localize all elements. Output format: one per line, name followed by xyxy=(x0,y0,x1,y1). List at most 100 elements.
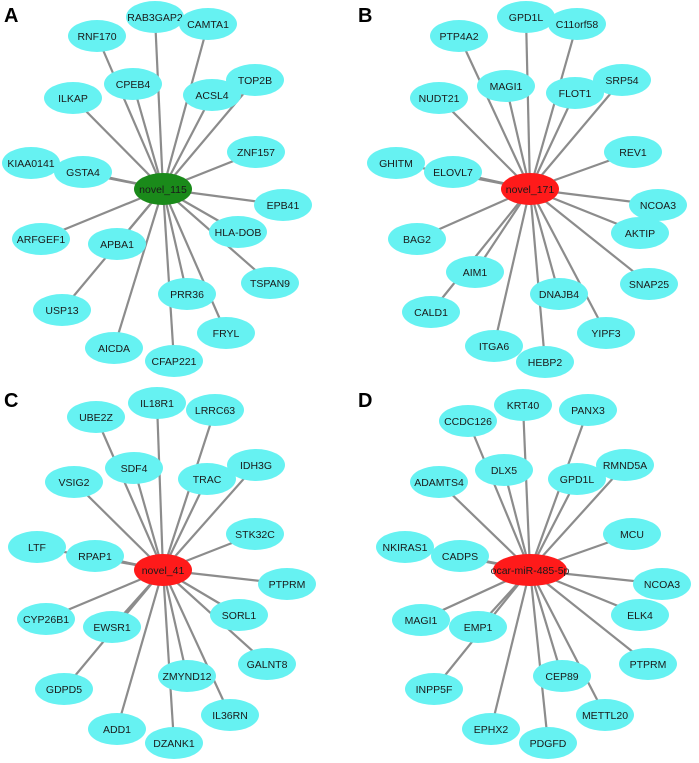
target-gene-node: GHITM xyxy=(367,147,425,179)
hub-label: novel_171 xyxy=(506,184,555,196)
target-gene-label: NCOA3 xyxy=(644,579,680,591)
target-gene-ellipse xyxy=(430,20,488,52)
target-gene-label: RMND5A xyxy=(603,460,647,472)
target-gene-node: RMND5A xyxy=(596,449,654,481)
target-gene-node: AIM1 xyxy=(446,256,504,288)
target-gene-ellipse xyxy=(494,389,552,421)
target-gene-ellipse xyxy=(201,699,259,731)
target-gene-label: ILKAP xyxy=(58,93,88,105)
target-gene-label: DNAJB4 xyxy=(539,289,579,301)
target-gene-ellipse xyxy=(35,673,93,705)
target-gene-node: GSTA4 xyxy=(54,156,112,188)
edge xyxy=(430,188,531,313)
target-gene-label: LTF xyxy=(28,542,46,554)
target-gene-label: ADD1 xyxy=(103,724,131,736)
target-gene-label: AICDA xyxy=(98,343,130,355)
target-gene-ellipse xyxy=(145,345,203,377)
edge xyxy=(162,569,231,716)
edge xyxy=(132,467,165,571)
target-gene-label: DLX5 xyxy=(491,465,517,477)
target-gene-node: EMP1 xyxy=(449,611,507,643)
target-gene-ellipse xyxy=(45,466,103,498)
target-gene-node: LTF xyxy=(8,531,66,563)
target-gene-label: DZANK1 xyxy=(153,738,195,750)
target-gene-node: UBE2Z xyxy=(67,401,125,433)
target-gene-label: KIAA0141 xyxy=(7,158,54,170)
target-gene-ellipse xyxy=(593,64,651,96)
target-gene-node: METTL20 xyxy=(576,699,634,731)
target-gene-ellipse xyxy=(197,317,255,349)
target-gene-ellipse xyxy=(54,156,112,188)
edge xyxy=(524,16,532,190)
target-gene-node: NUDT21 xyxy=(410,82,468,114)
edge xyxy=(115,569,165,730)
edge xyxy=(161,23,210,190)
target-gene-node: ILKAP xyxy=(44,82,102,114)
target-gene-node: RPAP1 xyxy=(66,540,124,572)
target-gene-label: PRR36 xyxy=(170,289,204,301)
target-gene-label: ZMYND12 xyxy=(162,671,211,683)
target-gene-ellipse xyxy=(88,228,146,260)
target-gene-node: SNAP25 xyxy=(620,268,678,300)
target-gene-ellipse xyxy=(431,540,489,572)
target-gene-ellipse xyxy=(128,387,186,419)
target-gene-node: TSPAN9 xyxy=(241,267,299,299)
target-gene-node: REV1 xyxy=(604,136,662,168)
target-gene-ellipse xyxy=(12,223,70,255)
target-gene-label: GPD1L xyxy=(560,474,595,486)
target-gene-node: FLOT1 xyxy=(546,77,604,109)
target-gene-ellipse xyxy=(388,223,446,255)
target-gene-ellipse xyxy=(449,611,507,643)
hub-label: novel_115 xyxy=(139,184,187,196)
target-gene-node: VSIG2 xyxy=(45,466,103,498)
edge xyxy=(529,569,606,716)
target-gene-node: CAMTA1 xyxy=(179,8,237,40)
target-gene-label: NKIRAS1 xyxy=(383,542,428,554)
target-gene-node: IL36RN xyxy=(201,699,259,731)
panel-label-a: A xyxy=(4,5,18,27)
target-gene-label: GSTA4 xyxy=(66,167,100,179)
target-gene-ellipse xyxy=(516,346,574,378)
target-gene-ellipse xyxy=(145,727,203,759)
target-gene-node: MCU xyxy=(603,518,661,550)
edge xyxy=(528,569,564,677)
target-gene-label: CCDC126 xyxy=(444,416,492,428)
hub-ellipse xyxy=(493,554,567,586)
target-gene-node: MAGI1 xyxy=(392,604,450,636)
target-gene-node: TOP2B xyxy=(226,64,284,96)
target-gene-ellipse xyxy=(424,156,482,188)
target-gene-node: PTPRM xyxy=(258,568,316,600)
target-gene-ellipse xyxy=(519,727,577,759)
target-gene-ellipse xyxy=(620,268,678,300)
target-gene-ellipse xyxy=(183,79,241,111)
target-gene-node: GDPD5 xyxy=(35,673,93,705)
target-gene-label: AIM1 xyxy=(463,267,488,279)
hub-ellipse xyxy=(134,173,192,205)
target-gene-node: ADAMTS4 xyxy=(410,466,468,498)
target-gene-ellipse xyxy=(227,136,285,168)
edge xyxy=(529,464,626,571)
target-gene-ellipse xyxy=(83,611,141,643)
target-gene-node: DNAJB4 xyxy=(530,278,588,310)
target-gene-node: C11orf58 xyxy=(548,8,606,40)
target-gene-node: ARFGEF1 xyxy=(12,223,70,255)
target-gene-ellipse xyxy=(611,217,669,249)
panel-a: A RNF170RAB3GAP2CAMTA1CPEB4ACSL4TOP2BILK… xyxy=(2,1,312,377)
target-gene-label: AKTIP xyxy=(625,228,655,240)
target-gene-node: AICDA xyxy=(85,332,143,364)
target-gene-ellipse xyxy=(67,401,125,433)
panel-label-d: D xyxy=(358,390,372,412)
target-gene-node: CEP89 xyxy=(533,660,591,692)
target-gene-label: CALD1 xyxy=(414,307,448,319)
target-gene-label: ELK4 xyxy=(627,610,653,622)
target-gene-node: IL18R1 xyxy=(128,387,186,419)
target-gene-label: NCOA3 xyxy=(640,200,676,212)
target-gene-label: PDGFD xyxy=(530,738,567,750)
target-gene-label: ZNF157 xyxy=(237,147,275,159)
target-gene-ellipse xyxy=(546,77,604,109)
target-gene-ellipse xyxy=(178,463,236,495)
target-gene-ellipse xyxy=(629,189,687,221)
target-gene-label: TOP2B xyxy=(238,75,272,87)
target-gene-ellipse xyxy=(530,278,588,310)
